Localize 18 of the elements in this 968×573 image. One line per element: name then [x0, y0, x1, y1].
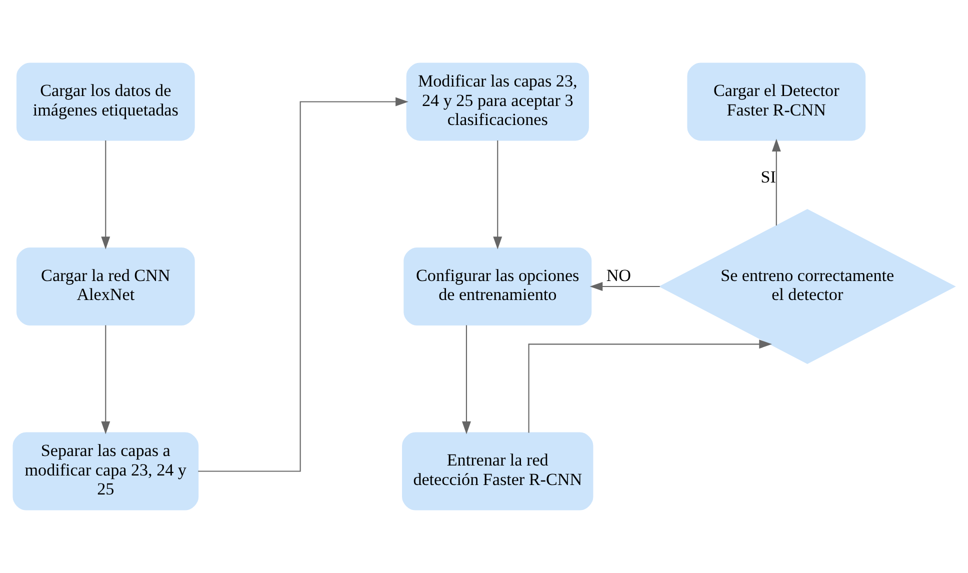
arrow — [198, 97, 408, 472]
node-box: Cargar el Detector Faster R-CNN — [687, 62, 866, 141]
node-box: Cargar los datos de imágenes etiquetadas — [16, 62, 195, 141]
node-box: Modificar las capas 23, 24 y 25 para aceptar 3 clasificaciones — [406, 62, 589, 141]
arrow — [528, 340, 772, 433]
arrow — [772, 138, 781, 226]
arrow — [493, 140, 502, 250]
edge-label: NO — [606, 266, 632, 285]
arrow — [101, 140, 110, 250]
node-box: Separar las capas a modificar capa 23, 24 y 25 — [12, 432, 199, 510]
node-box: Cargar la red CNN AlexNet — [16, 248, 195, 326]
node-diamond: Se entreno correctamente el detector — [658, 209, 956, 364]
node-box: Entrenar la red detección Faster R-CNN — [402, 432, 594, 510]
arrow — [101, 325, 110, 434]
arrow — [590, 282, 660, 291]
arrow — [462, 325, 471, 434]
node-box: Configurar las opciones de entrenamiento — [404, 248, 592, 326]
edge-label: SI — [760, 168, 776, 187]
